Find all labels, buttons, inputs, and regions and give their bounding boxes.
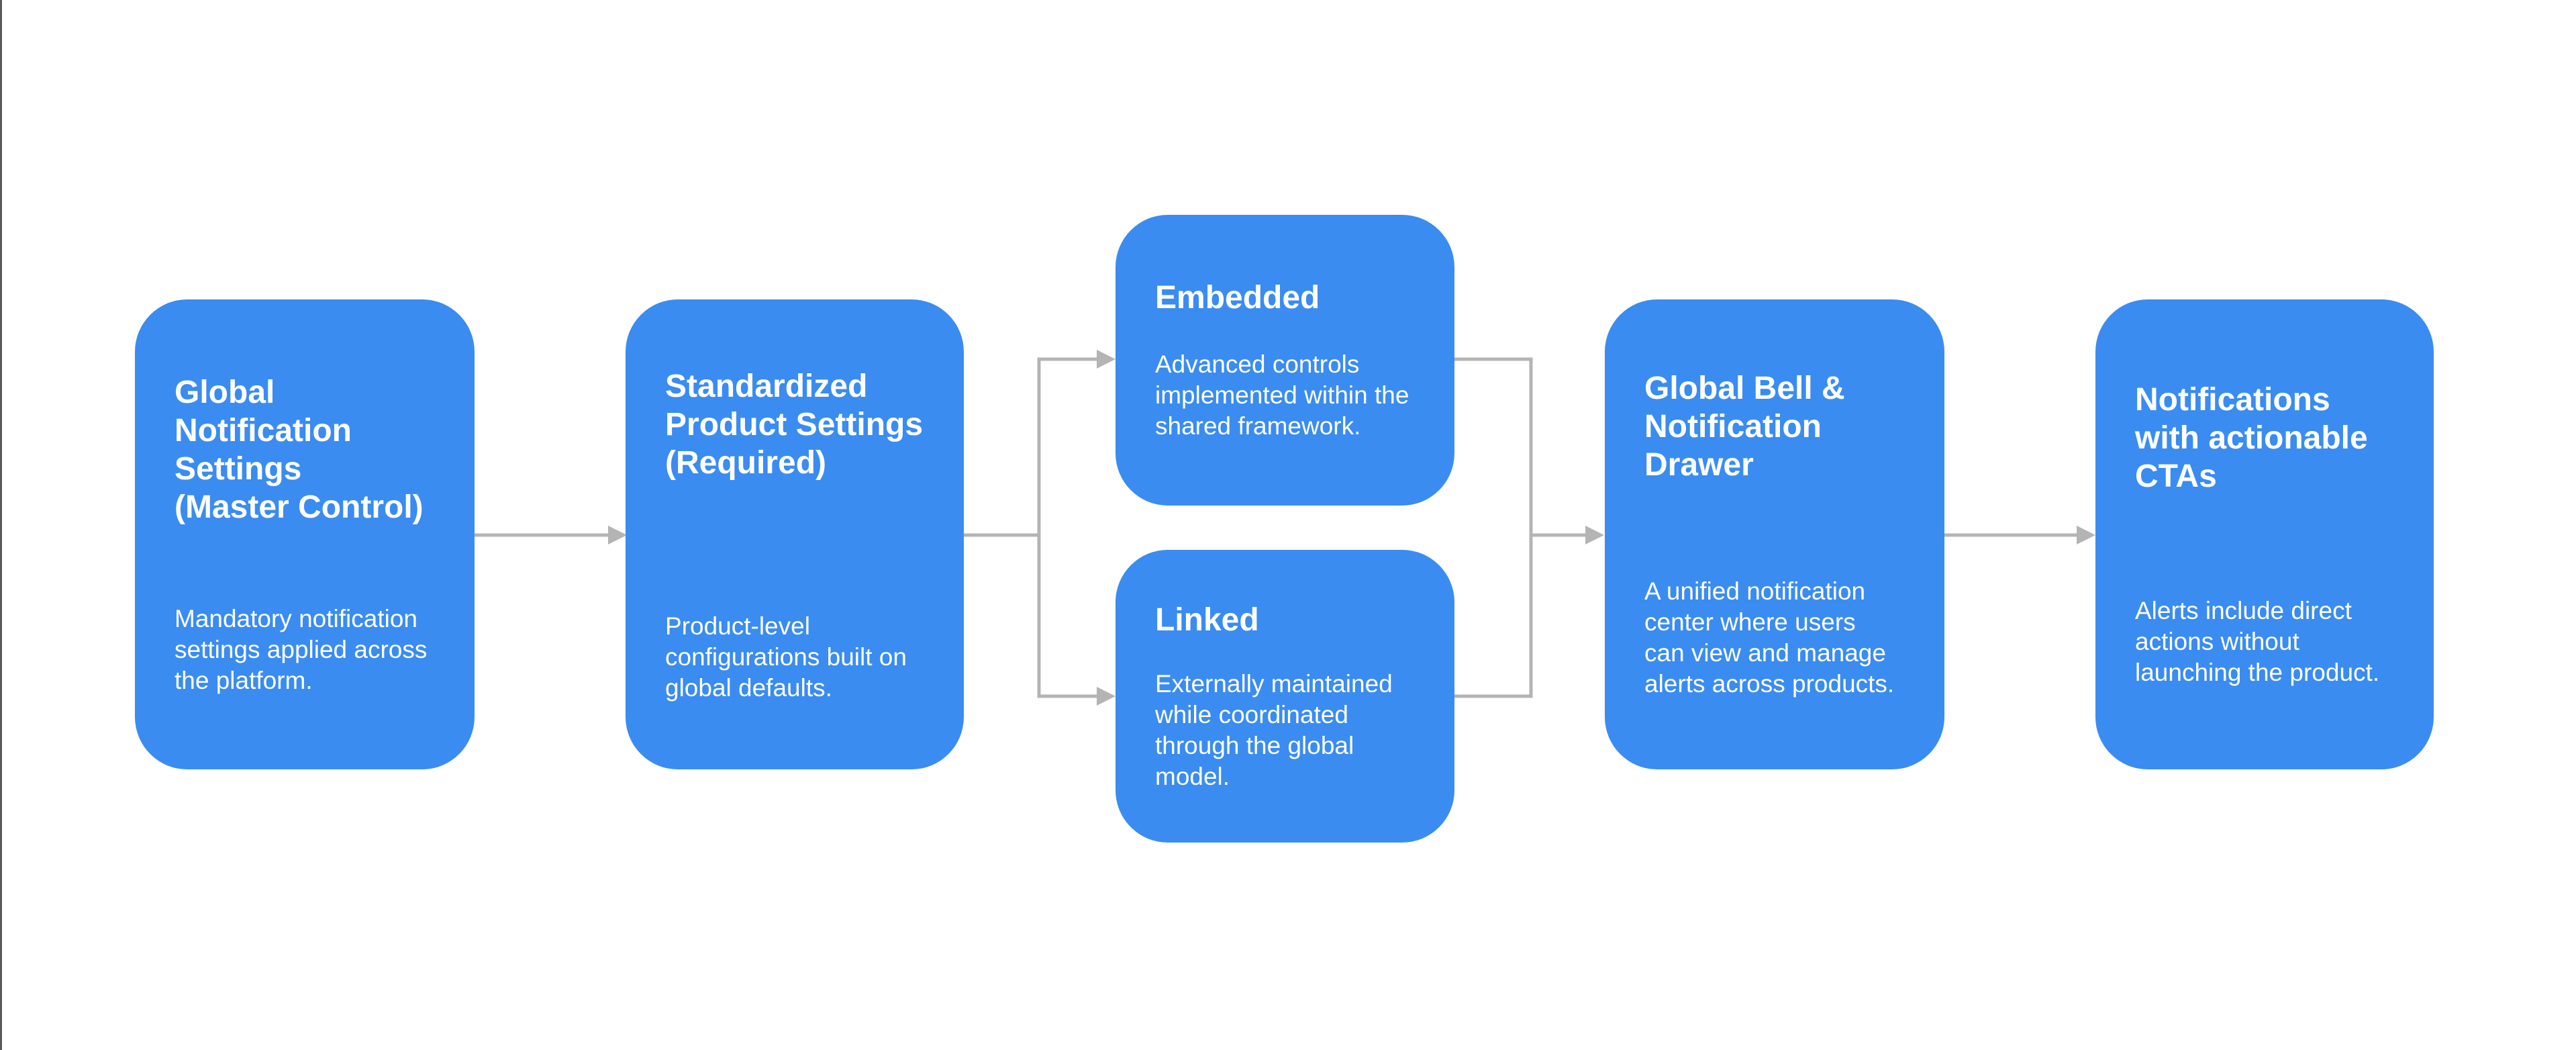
node-description: Product-level configurations built on gl… <box>665 612 907 702</box>
node-title: Linked <box>1155 602 1259 638</box>
node-title: Global Bell & Notification Drawer <box>1644 371 1845 483</box>
arrowhead-standardized <box>608 526 627 544</box>
node-description: A unified notification center where user… <box>1644 577 1895 698</box>
edge-merge-to-bell <box>1454 357 1588 698</box>
node-title: Embedded <box>1155 280 1320 316</box>
edge-standardized-branch <box>963 357 1101 698</box>
window-left-edge <box>0 0 2 1050</box>
node-embedded: Embedded Advanced controls implemented w… <box>1116 215 1454 506</box>
arrowhead-linked <box>1097 687 1116 706</box>
node-standardized-product-settings: Standardized Product Settings (Required)… <box>626 299 964 769</box>
node-description: Alerts include direct actions without la… <box>2135 597 2380 686</box>
node-description: Advanced controls implemented within the… <box>1155 350 1409 440</box>
node-global-notification-settings: Global Notification Settings (Master Con… <box>135 299 475 769</box>
node-description: Mandatory notification settings applied … <box>175 605 428 694</box>
arrowhead-embedded <box>1097 350 1116 369</box>
arrowhead-bell <box>1585 526 1604 544</box>
node-actionable-notifications: Notifications with actionable CTAs Alert… <box>2095 299 2434 769</box>
node-linked: Linked Externally maintained while coord… <box>1116 550 1454 843</box>
node-title: Global Notification Settings (Master Con… <box>175 375 424 525</box>
node-global-bell-drawer: Global Bell & Notification Drawer A unif… <box>1605 299 1944 769</box>
arrowhead-actionable <box>2077 526 2095 544</box>
node-description: Externally maintained while coordinated … <box>1155 670 1393 790</box>
node-title: Notifications with actionable CTAs <box>2135 382 2368 494</box>
node-title: Standardized Product Settings (Required) <box>665 369 924 481</box>
